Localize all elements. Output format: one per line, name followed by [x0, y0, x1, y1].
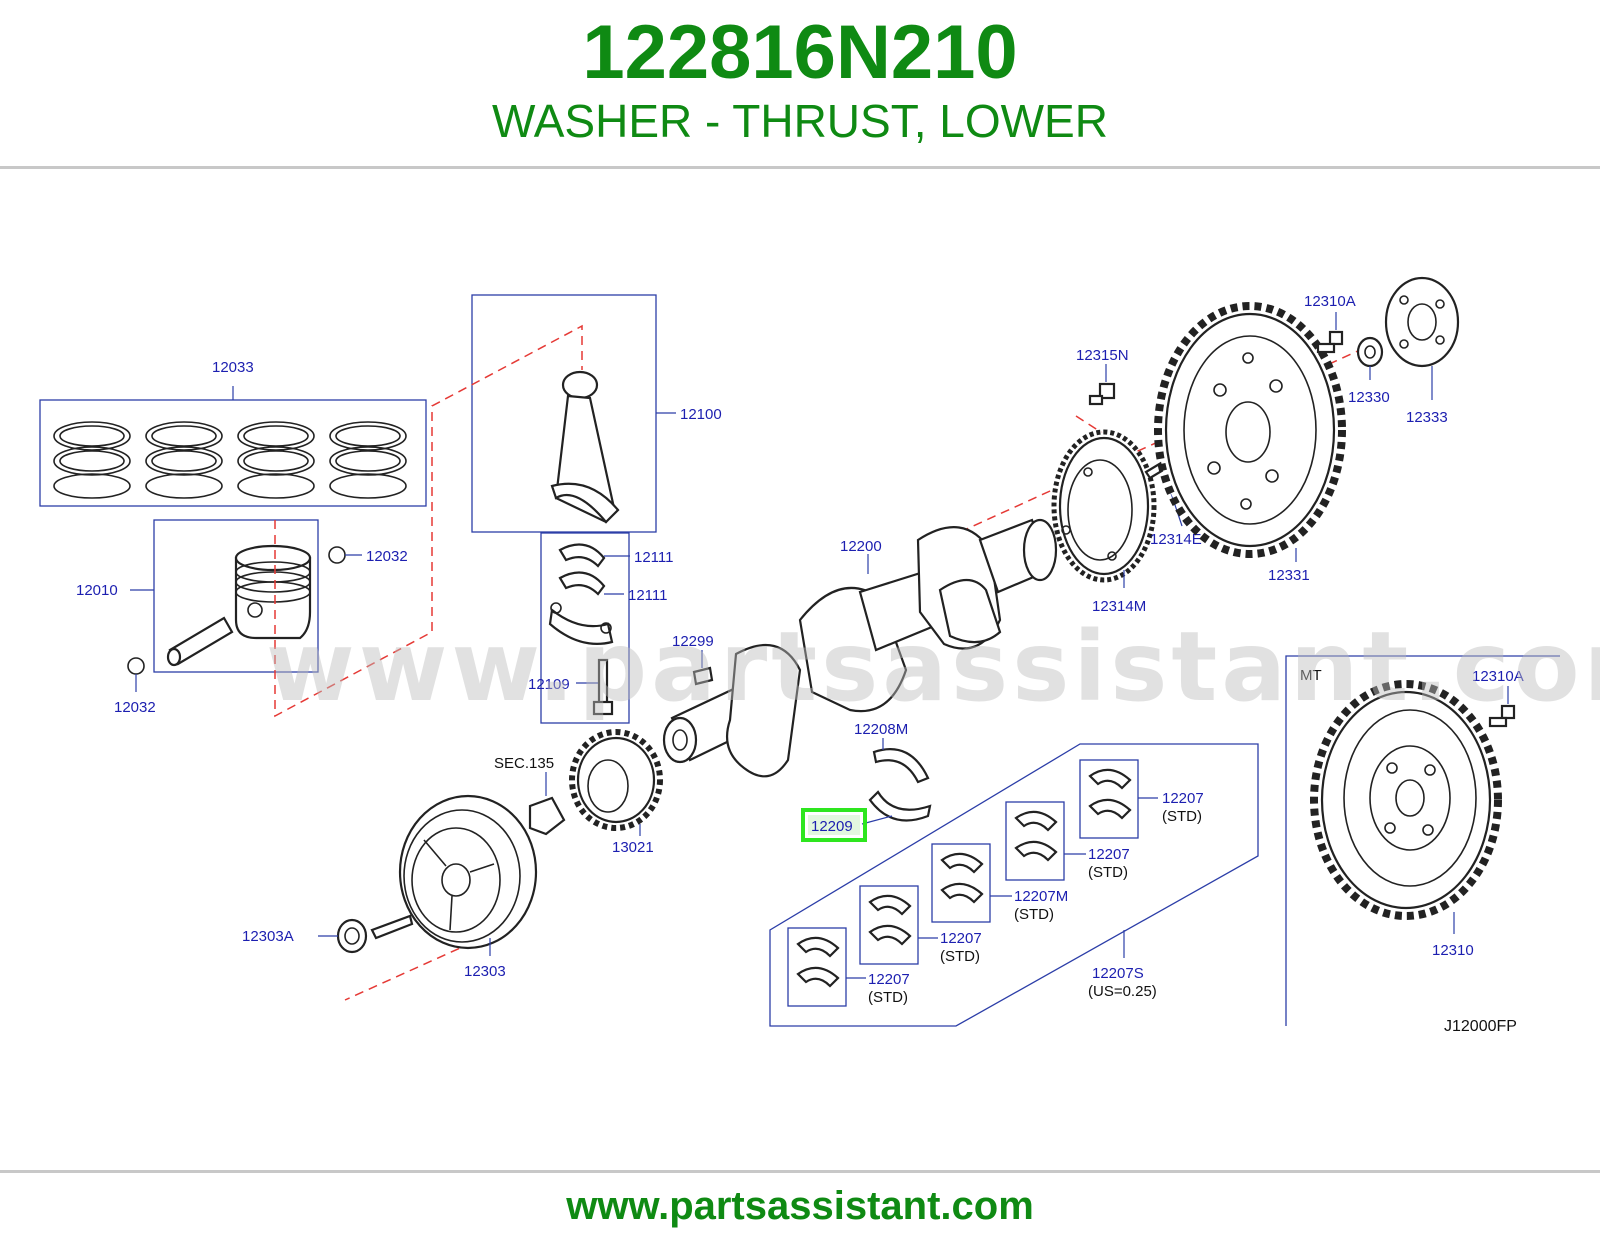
label-12032-upper: 12032: [366, 548, 408, 565]
highlight-fill: [808, 815, 860, 835]
rod-bolt: [592, 658, 614, 716]
label-12299: 12299: [672, 633, 714, 650]
label-12033: 12033: [212, 359, 254, 376]
bolt-12315n: [1088, 382, 1116, 406]
label-12310A-mt: 12310A: [1472, 668, 1524, 685]
label-mt: MT: [1300, 667, 1322, 684]
label-12208M: 12208M: [854, 721, 908, 738]
parts-diagram: 12033 12010 12032 12032 12100 12111 1211…: [39, 276, 1600, 1035]
label-12010: 12010: [76, 582, 118, 599]
label-12303: 12303: [464, 963, 506, 980]
thrust-washer-upper: [872, 748, 930, 784]
bolt-12310a-mt: [1488, 704, 1516, 728]
crank-sprocket: [569, 729, 663, 831]
label-12315N: 12315N: [1076, 347, 1129, 364]
woodruff-key: [692, 666, 714, 686]
footer-website[interactable]: www.partsassistant.com: [566, 1184, 1034, 1228]
label-12207-2: 12207: [940, 930, 982, 947]
part-description: WASHER - THRUST, LOWER: [492, 95, 1108, 147]
label-12109: 12109: [528, 676, 570, 693]
rod-bearing-upper: [558, 543, 606, 596]
piston-pin: [166, 616, 234, 667]
flywheel-mt: [1310, 680, 1502, 920]
label-std-5: (STD): [1162, 808, 1202, 825]
label-13021: 13021: [612, 839, 654, 856]
piston-box: [153, 519, 319, 673]
label-12207S: 12207S: [1092, 965, 1144, 982]
label-12100: 12100: [680, 406, 722, 423]
connecting-rod: [550, 370, 620, 524]
rod-bearing-box: [540, 532, 630, 724]
label-12314E: 12314E: [1150, 531, 1202, 548]
label-12333: 12333: [1406, 409, 1448, 426]
plate-12333: [1384, 276, 1460, 368]
label-12331: 12331: [1268, 567, 1310, 584]
snap-ring-upper: [328, 546, 346, 564]
label-12330: 12330: [1348, 389, 1390, 406]
diagram-code: J12000FP: [1444, 1018, 1517, 1035]
label-12209[interactable]: 12209: [811, 818, 853, 835]
bushing-12330: [1356, 336, 1384, 368]
label-12111-upper: 12111: [634, 549, 674, 566]
label-std-2: (STD): [940, 948, 980, 965]
main-bearing-box: [769, 743, 1259, 1027]
label-12200: 12200: [840, 538, 882, 555]
label-12310: 12310: [1432, 942, 1474, 959]
drive-plate-12331: [1154, 302, 1346, 558]
watermark: www.partsassistant.com: [266, 611, 1600, 723]
crank-pulley: [398, 794, 538, 950]
mt-section-box: [1285, 655, 1560, 1026]
piston: [234, 544, 312, 640]
signal-plate: [1051, 429, 1157, 583]
label-12111-lower: 12111: [628, 587, 668, 604]
snap-ring-lower: [127, 657, 145, 675]
label-std-1: (STD): [868, 989, 908, 1006]
label-12207-1: 12207: [868, 971, 910, 988]
label-12303A: 12303A: [242, 928, 294, 945]
part-number-title: 122816N210: [582, 10, 1018, 95]
label-12314M: 12314M: [1092, 598, 1146, 615]
label-12032-lower: 12032: [114, 699, 156, 716]
highlight-12209: [801, 808, 867, 842]
assembly-line-pulley: [344, 929, 501, 1001]
pulley-bolt: [336, 914, 414, 954]
thrust-washer-lower: [868, 790, 932, 822]
piston-rings: [53, 421, 407, 499]
ring-set-box: [39, 399, 427, 507]
collar-sec135: [528, 796, 566, 836]
assembly-line-piston: [274, 324, 583, 718]
label-std-4: (STD): [1088, 864, 1128, 881]
label-std-3: (STD): [1014, 906, 1054, 923]
crankshaft: [662, 518, 1058, 778]
footer-divider: [0, 1170, 1600, 1173]
bolt-12310a-top: [1316, 330, 1344, 354]
label-12207-4: 12207: [1162, 790, 1204, 807]
label-12207M: 12207M: [1014, 888, 1068, 905]
label-12310A-top: 12310A: [1304, 293, 1356, 310]
label-sec135: SEC.135: [494, 755, 554, 772]
header-divider: [0, 166, 1600, 169]
rod-cap: [548, 602, 614, 645]
main-bearings: [787, 759, 1139, 1007]
label-us-025: (US=0.25): [1088, 983, 1157, 1000]
label-12207-3: 12207: [1088, 846, 1130, 863]
